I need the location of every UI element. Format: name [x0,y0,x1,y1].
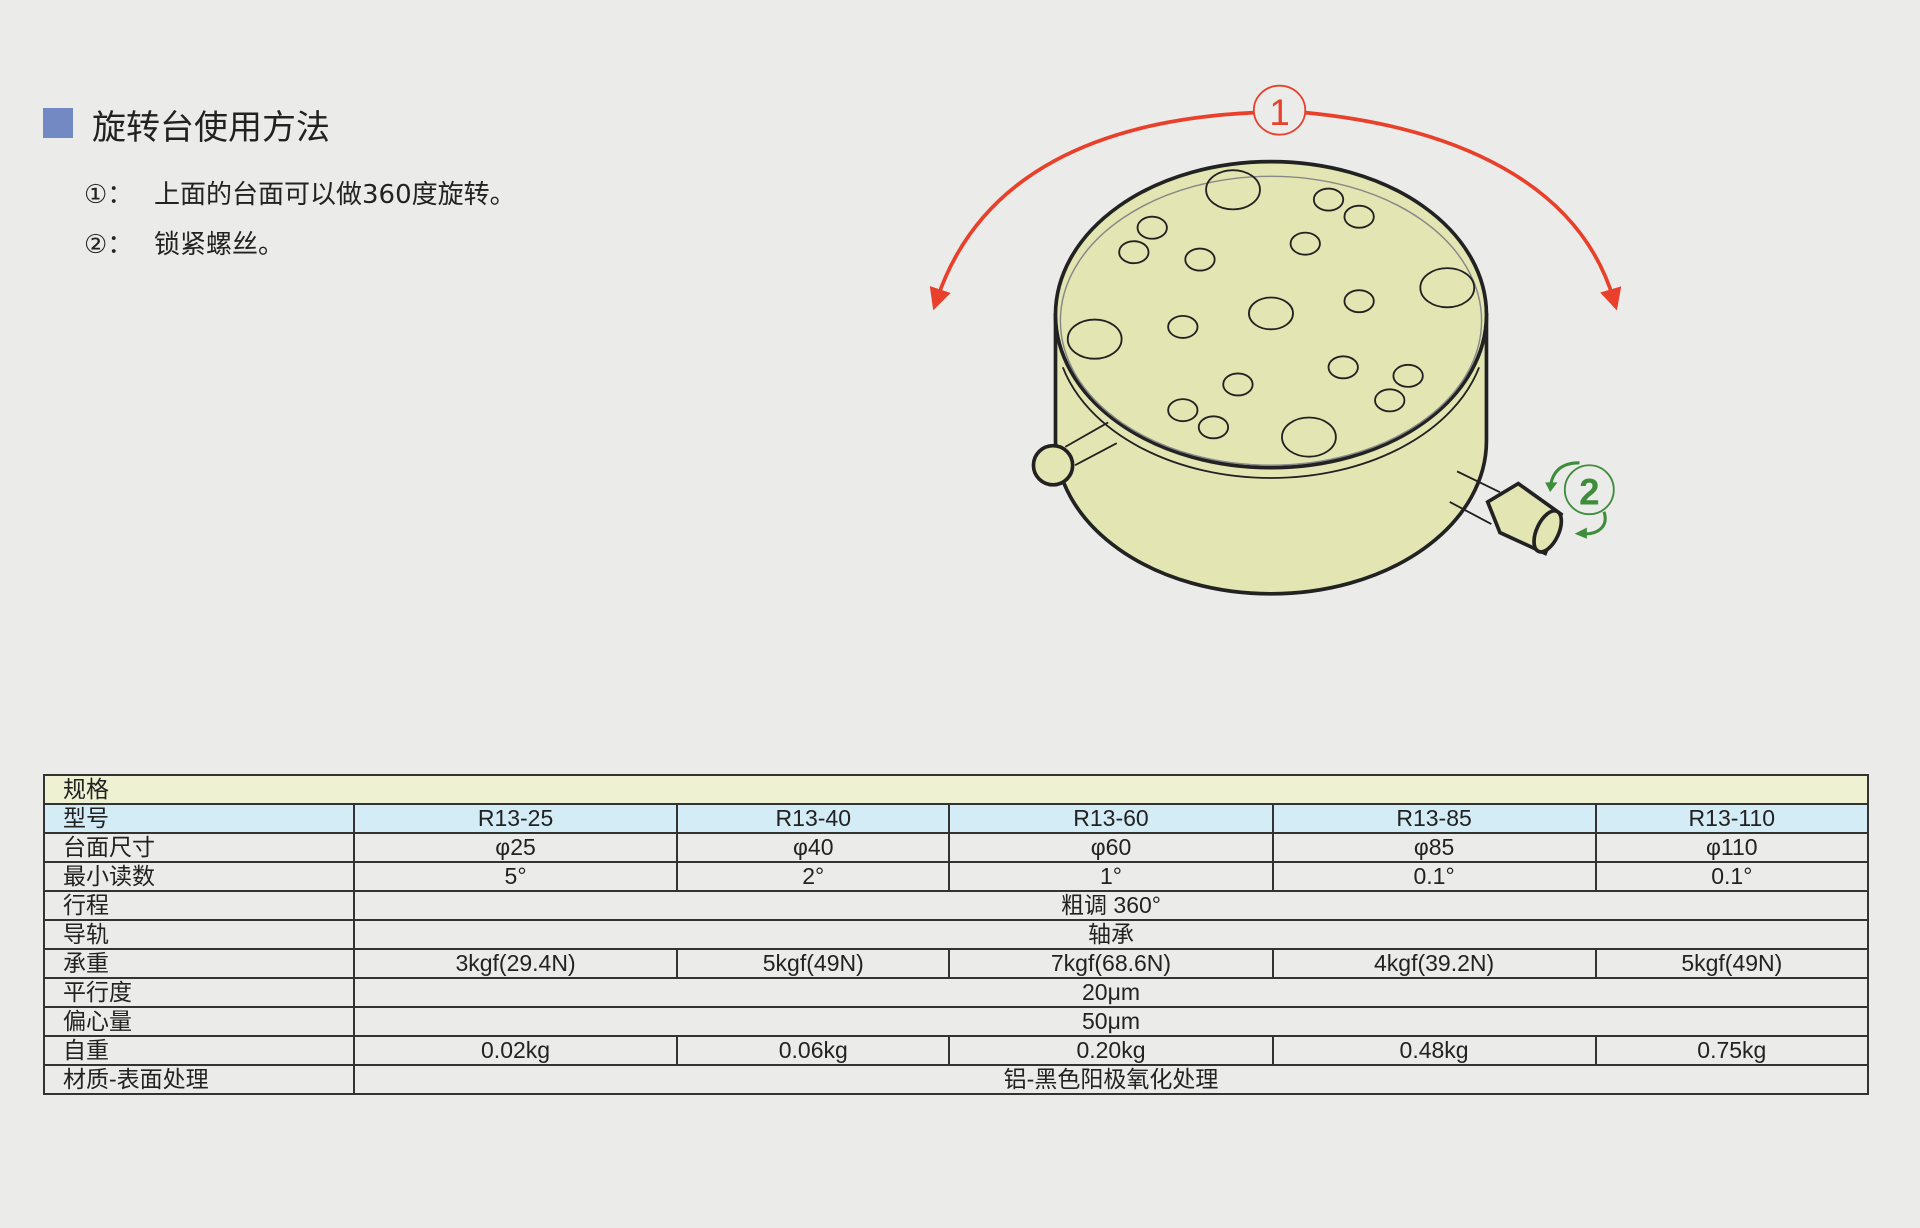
lock-screw-arrow-icon: 2 [1545,461,1615,539]
instruction-1: ①： 上面的台面可以做360度旋转。 [84,174,516,211]
label-2: 2 [1579,471,1599,512]
table-row: 材质-表面处理铝-黑色阳极氧化处理 [43,1064,1869,1095]
cell: 5kgf(49N) [676,948,951,979]
cell: φ40 [676,832,951,863]
cell: 0.02kg [352,1035,679,1066]
instruction-text: 上面的台面可以做360度旋转。 [154,180,516,210]
spec-table: 规格 型号 R13-25 R13-40 R13-60 R13-85 R13-11… [43,774,1870,1095]
row-label: 行程 [43,890,355,921]
row-label: 平行度 [43,977,355,1008]
cell: φ85 [1271,832,1597,863]
heading-square-icon [43,108,73,138]
stage-body [1031,159,1564,596]
cell: φ110 [1594,832,1870,863]
row-label: 型号 [43,803,355,834]
cell: 0.75kg [1594,1035,1870,1066]
row-label: 最小读数 [43,861,355,892]
row-label: 导轨 [43,919,355,950]
label-1: 1 [1269,92,1289,133]
cell: 4kgf(39.2N) [1271,948,1597,979]
merged-cell: 50μm [353,1006,1869,1037]
page-title: 旋转台使用方法 [92,108,330,148]
cell: 0.48kg [1271,1035,1597,1066]
row-label: 偏心量 [43,1006,355,1037]
cell: 7kgf(68.6N) [948,948,1274,979]
merged-cell: 粗调 360° [353,890,1869,921]
instruction-text: 锁紧螺丝。 [154,230,285,260]
model-cell: R13-110 [1594,803,1870,834]
model-cell: R13-25 [352,803,679,834]
merged-cell: 铝-黑色阳极氧化处理 [353,1064,1869,1095]
row-label: 承重 [43,948,355,979]
lock-screw-knob [1485,481,1564,556]
cell: 0.1° [1594,861,1870,892]
cell: 0.06kg [676,1035,951,1066]
instruction-number: ②： [84,230,134,260]
row-label: 自重 [43,1035,355,1066]
table-row: 导轨轴承 [43,919,1869,950]
model-cell: R13-85 [1271,803,1597,834]
model-cell: R13-40 [676,803,951,834]
cell: φ60 [948,832,1274,863]
table-row: 行程粗调 360° [43,890,1869,921]
table-row: 型号 R13-25 R13-40 R13-60 R13-85 R13-110 [43,803,1870,834]
instruction-number: ①： [84,180,134,210]
spec-header: 规格 [43,774,1869,805]
row-label: 台面尺寸 [43,832,355,863]
cell: 1° [948,861,1274,892]
cell: 0.1° [1271,861,1597,892]
row-label: 材质-表面处理 [43,1064,355,1095]
merged-cell: 20μm [353,977,1869,1008]
cell: 5kgf(49N) [1594,948,1870,979]
model-cell: R13-60 [948,803,1274,834]
cell: φ25 [352,832,679,863]
cell: 0.20kg [948,1035,1274,1066]
instruction-2: ②： 锁紧螺丝。 [84,224,284,261]
cell: 5° [352,861,679,892]
merged-cell: 轴承 [353,919,1869,950]
side-pin [1031,443,1075,487]
cell: 2° [676,861,951,892]
cell: 3kgf(29.4N) [352,948,679,979]
rotation-arrow-icon: 1 [929,84,1622,311]
